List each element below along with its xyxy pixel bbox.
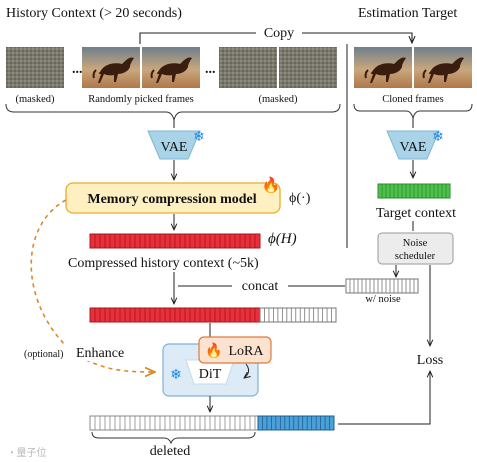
masked-caption-right: (masked)	[258, 94, 298, 105]
cloned-frame-1	[354, 47, 412, 88]
concat-label: concat	[242, 279, 279, 294]
vae-right-block	[386, 130, 440, 160]
random-frame-1	[82, 47, 140, 88]
dit-label: DiT	[199, 367, 222, 382]
optional-label: (optional)	[24, 349, 63, 360]
masked-frame-right-1	[219, 47, 277, 88]
history-bracket	[5, 103, 341, 121]
masked-caption-left: (masked)	[15, 94, 55, 105]
deleted-label: deleted	[150, 444, 190, 459]
w-noise-label: w/ noise	[365, 294, 401, 305]
watermark-logo: ◔ 量子位	[8, 446, 47, 459]
concatenated-bar	[89, 307, 337, 323]
masked-frame-right-2	[279, 47, 337, 88]
vae-right-label: VAE	[400, 140, 427, 155]
noise-scheduler-box	[377, 232, 454, 265]
noise-scheduler-label-1: Noise	[403, 238, 428, 249]
flame-icon: 🔥	[205, 342, 222, 359]
snowflake-icon: ❄	[193, 130, 205, 145]
target-bracket	[353, 103, 473, 120]
output-to-loss-arrow	[338, 371, 430, 425]
phi-h-label: ϕ(H)	[268, 231, 297, 247]
enhance-label-bg	[22, 344, 134, 361]
enhance-arrow	[30, 199, 155, 372]
compressed-context-bar	[89, 233, 261, 249]
snowflake-icon: ❄	[170, 368, 182, 383]
memory-compression-box	[65, 182, 281, 214]
deleted-bracket	[91, 431, 256, 445]
vae-left-label: VAE	[161, 140, 188, 155]
ellipsis-right: ...	[205, 62, 216, 77]
estimation-target-header: Estimation Target	[358, 6, 457, 21]
concat-noise-segment	[259, 307, 337, 323]
copy-label: Copy	[264, 26, 294, 41]
lora-box	[198, 336, 272, 364]
cloned-caption: Cloned frames	[382, 94, 444, 105]
history-context-header: History Context (> 20 seconds)	[6, 6, 182, 21]
memory-compression-label: Memory compression model	[87, 192, 256, 207]
target-context-bar	[377, 183, 451, 199]
random-caption: Randomly picked frames	[88, 94, 194, 105]
output-target-segment	[257, 415, 335, 431]
output-bar	[89, 415, 335, 431]
copy-label-bg	[256, 26, 302, 40]
vae-left-block	[147, 130, 201, 160]
snowflake-icon: ❄	[432, 130, 444, 145]
ellipsis-left: ...	[72, 62, 83, 77]
flame-icon: 🔥	[262, 176, 281, 194]
enhance-label: Enhance	[76, 346, 124, 361]
lora-label: LoRA	[229, 344, 265, 359]
target-context-label: Target context	[376, 206, 456, 221]
phi-dot-label: ϕ(·)	[289, 191, 311, 206]
cloned-frame-2	[414, 47, 472, 88]
concat-label-bg	[232, 278, 288, 292]
w-noise-bar	[345, 278, 419, 294]
lora-to-dit-arrow	[244, 363, 249, 378]
random-frame-2	[142, 47, 200, 88]
loss-label: Loss	[417, 353, 443, 368]
compressed-context-label: Compressed history context (~5k)	[68, 256, 259, 271]
masked-frame-left	[6, 47, 64, 88]
noise-scheduler-label-2: scheduler	[395, 251, 436, 262]
